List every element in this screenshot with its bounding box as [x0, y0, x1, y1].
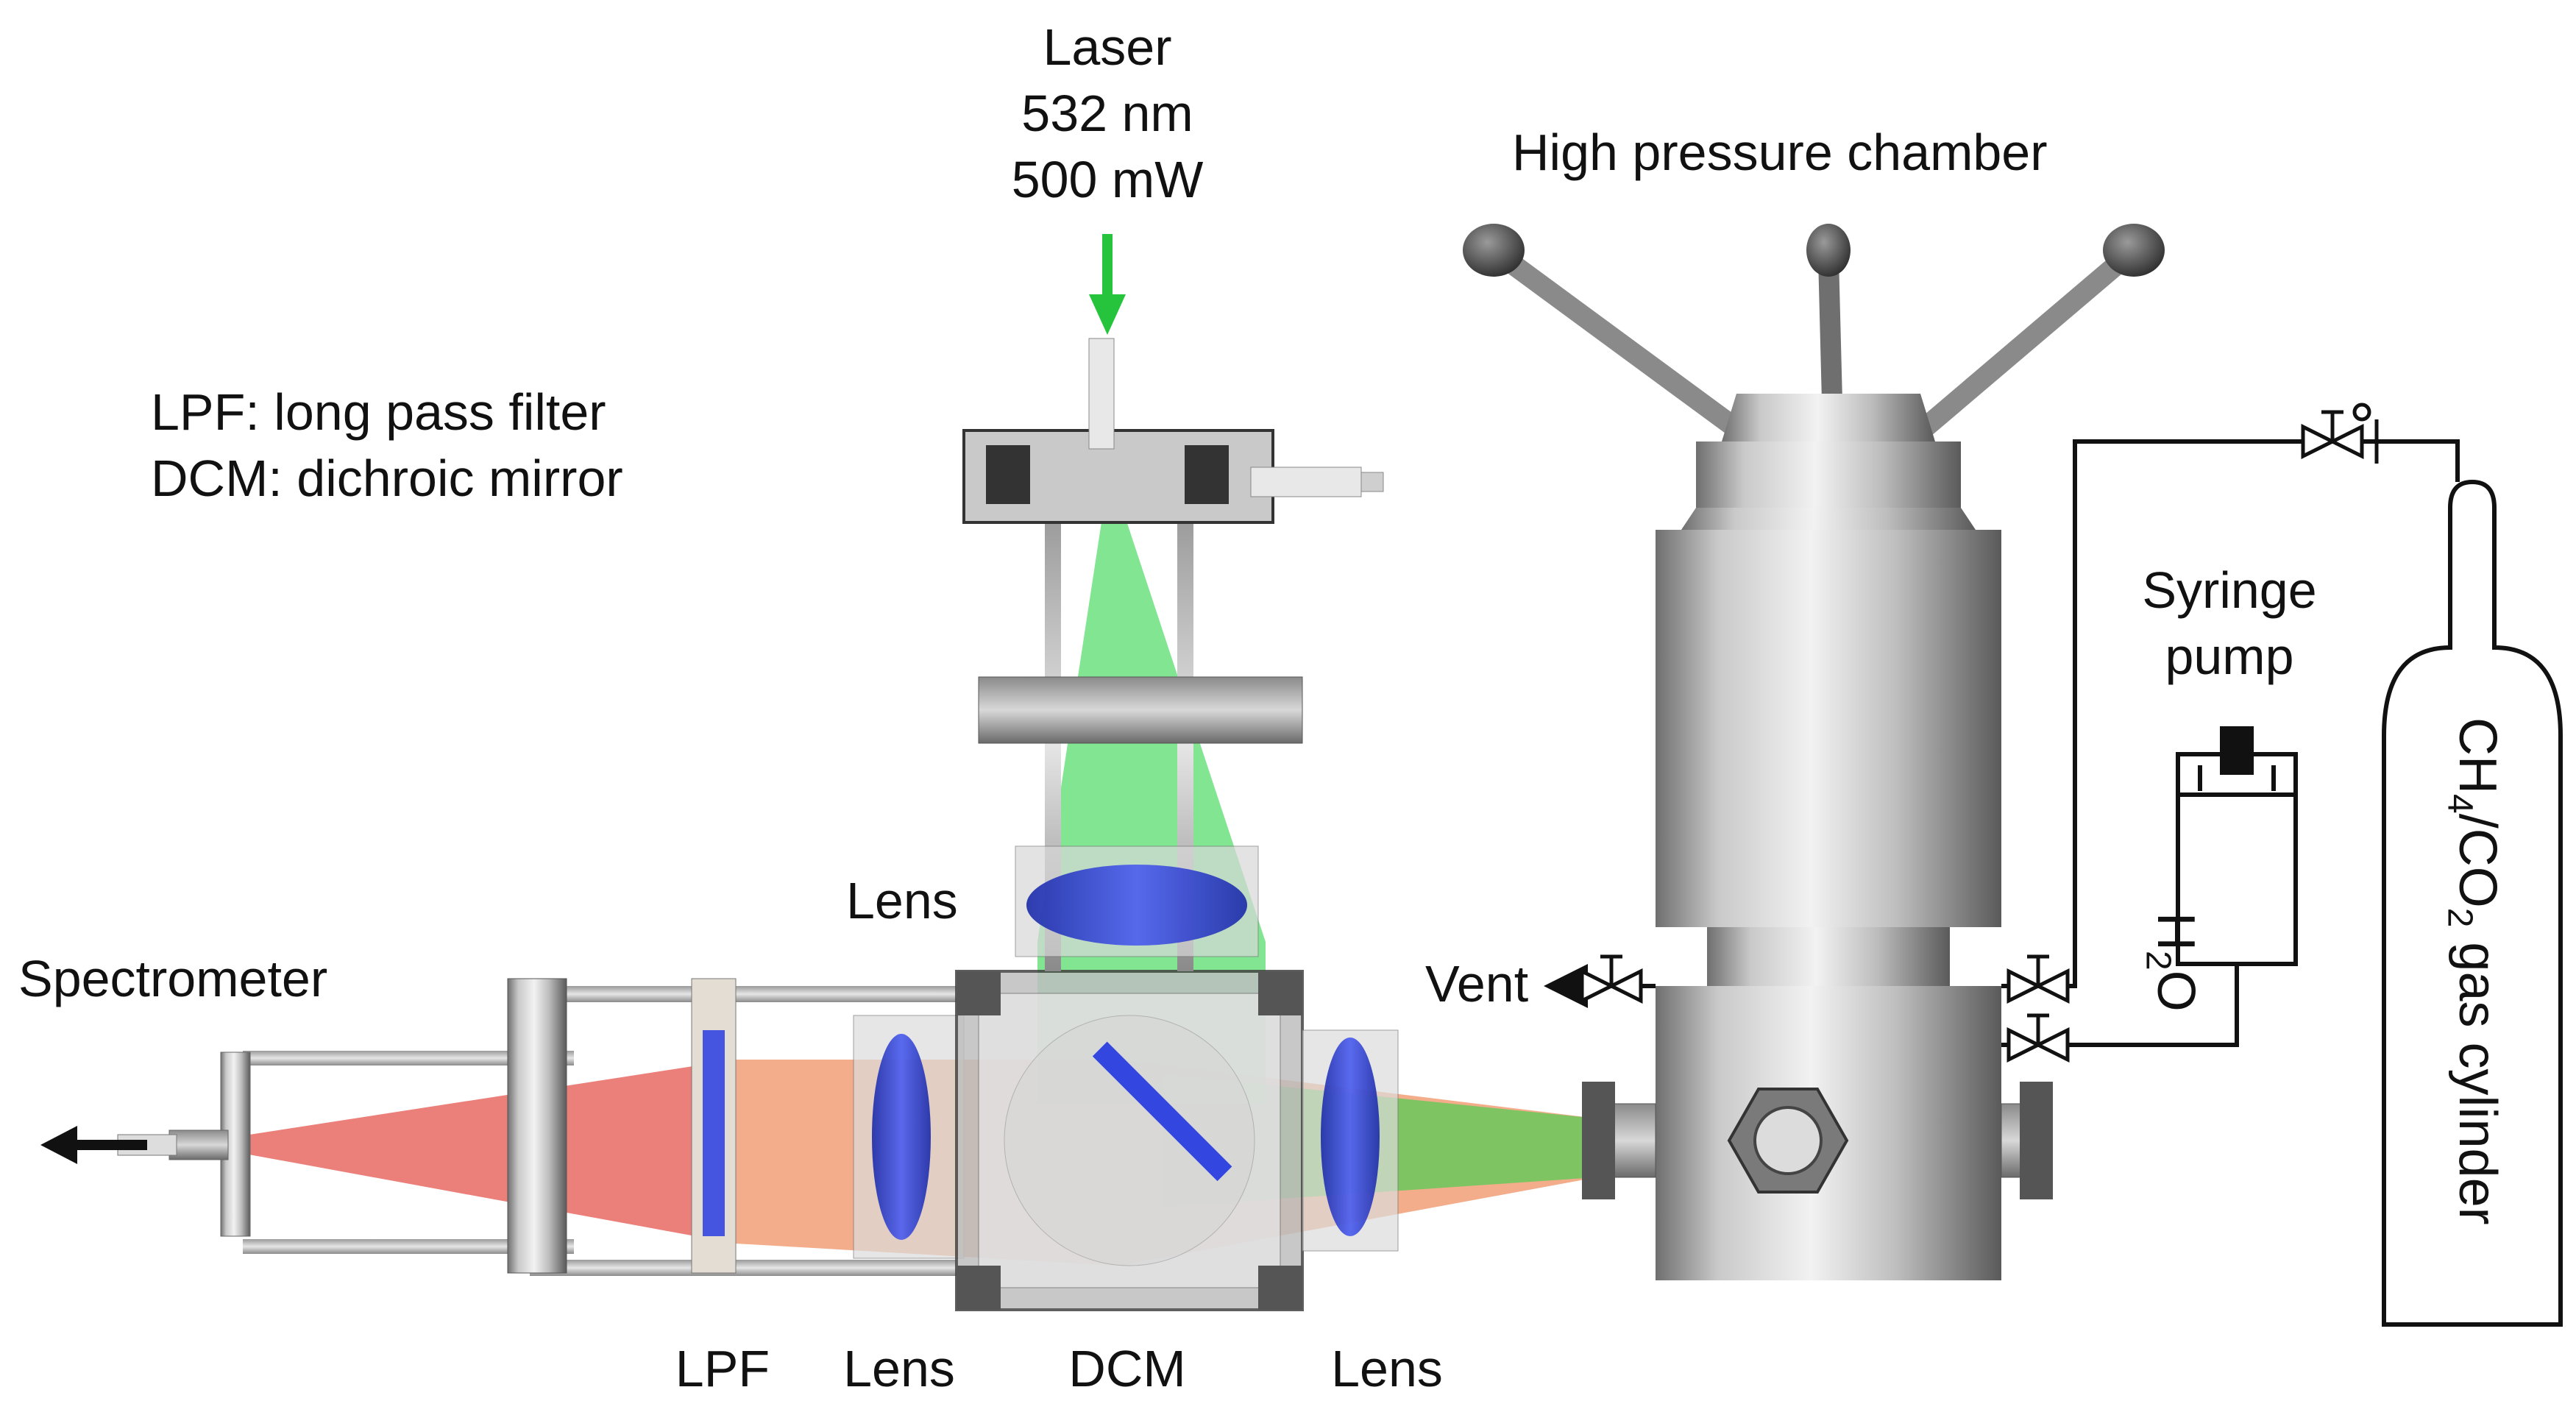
- syringe-label-1: Syringe: [2142, 561, 2317, 619]
- right-lens-label: Lens: [1331, 1340, 1443, 1397]
- lpf-holder: [507, 978, 737, 1274]
- valves: [1580, 402, 2379, 1063]
- left-lens: [872, 1034, 931, 1240]
- optical-rail-rods: [243, 986, 957, 1276]
- vent-label: Vent: [1425, 955, 1529, 1013]
- left-lens-mount: [853, 1015, 965, 1259]
- left-lens-label: Lens: [843, 1340, 955, 1397]
- laser-input-arrow: [1089, 234, 1126, 335]
- laser-wavelength: 532 nm: [1021, 85, 1193, 142]
- syringe-pump: [2176, 726, 2298, 966]
- lpf-label: LPF: [675, 1340, 770, 1397]
- laser-tower: [962, 338, 1384, 971]
- gas-inlet-valve: [2006, 954, 2070, 1004]
- spectrometer-label: Spectrometer: [18, 950, 328, 1007]
- top-lens-label: Lens: [846, 872, 958, 929]
- spectrometer-fiber: [40, 1052, 251, 1237]
- regulator-valve: [2301, 402, 2379, 464]
- cylinder-label: CH4/CO2 gas cylinder: [2440, 717, 2507, 1225]
- water-inlet-valve: [2006, 1013, 2070, 1063]
- red-beam: [221, 1060, 736, 1244]
- legend-dcm: DCM: dichroic mirror: [151, 450, 623, 507]
- dichroic-mirror: [1092, 1041, 1232, 1182]
- vent-valve: [1580, 954, 1643, 1004]
- syringe-label-2: pump: [2165, 628, 2294, 685]
- gas-cylinder: [2382, 479, 2563, 1327]
- water-line: [2001, 964, 2239, 1047]
- top-lens: [1026, 865, 1247, 946]
- right-lens: [1321, 1038, 1380, 1236]
- long-pass-filter: [703, 1030, 725, 1236]
- right-lens-mount: [1302, 1029, 1399, 1252]
- high-pressure-chamber: [1463, 224, 2165, 1280]
- chamber-label: High pressure chamber: [1512, 124, 2048, 181]
- laser-power: 500 mW: [1011, 151, 1204, 208]
- water-label: H2O: [2138, 912, 2205, 1012]
- legend-lpf: LPF: long pass filter: [151, 383, 606, 441]
- dcm-cube: [955, 970, 1304, 1311]
- laser-name: Laser: [1043, 18, 1172, 76]
- dcm-label: DCM: [1068, 1340, 1186, 1397]
